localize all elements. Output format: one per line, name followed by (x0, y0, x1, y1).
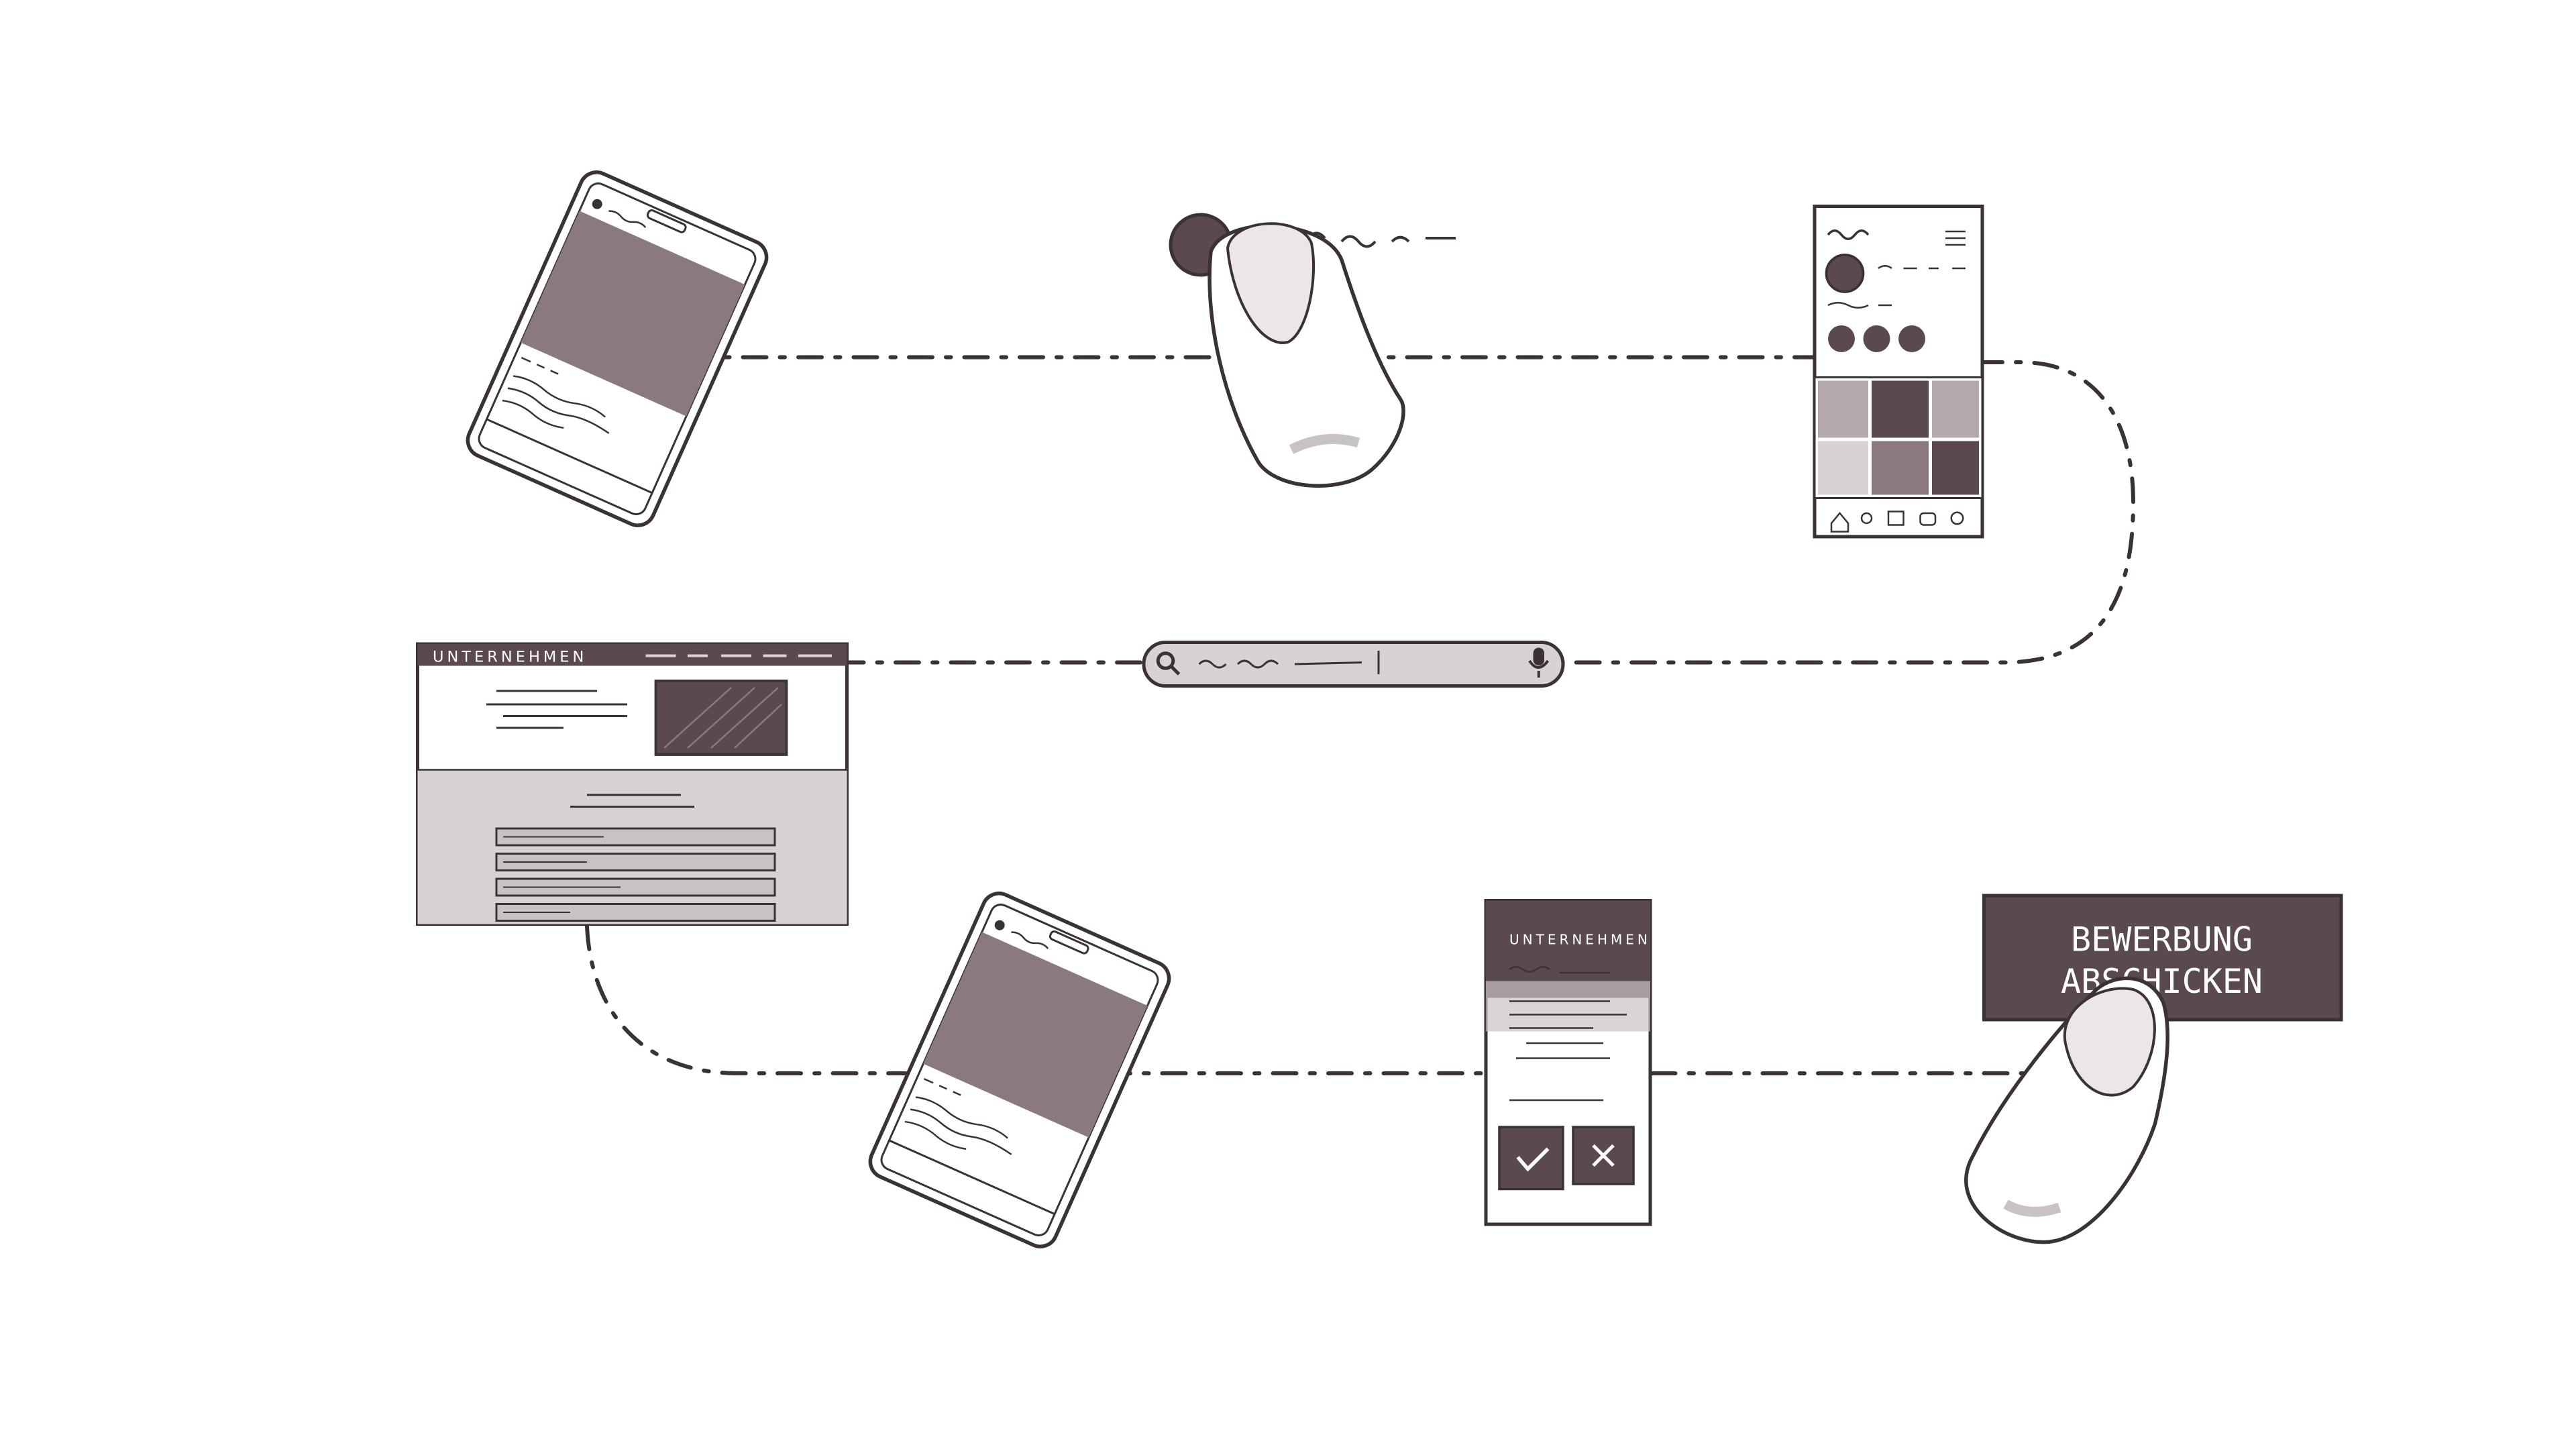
website-brand-label: UNTERNEHMEN (433, 648, 587, 665)
apply-button-line1: BEWERBUNG (2071, 920, 2253, 959)
application-form: UNTERNEHMEN (1484, 899, 1652, 1226)
microphone-icon (1528, 647, 1550, 678)
finger-tap-top (1169, 213, 1456, 488)
x-icon (1592, 1144, 1615, 1167)
apply-button[interactable]: BEWERBUNG ABSCHICKEN (1982, 894, 2343, 1022)
path-loop-left (585, 924, 908, 1075)
company-website: UNTERNEHMEN (416, 642, 849, 926)
phone-feed-1 (466, 170, 769, 527)
path-loop-right (1558, 360, 2136, 665)
finger-tap-bottom (1964, 976, 2169, 1244)
accept-button[interactable] (1498, 1126, 1564, 1191)
post-image (521, 211, 745, 417)
form-brand-label: UNTERNEHMEN (1509, 932, 1651, 948)
phone-feed-2 (868, 892, 1171, 1248)
search-bar[interactable] (1142, 641, 1565, 688)
search-icon (1156, 651, 1181, 676)
profile-screen (1813, 205, 1984, 539)
search-query-scribble (1198, 659, 1362, 669)
check-icon (1516, 1147, 1550, 1172)
